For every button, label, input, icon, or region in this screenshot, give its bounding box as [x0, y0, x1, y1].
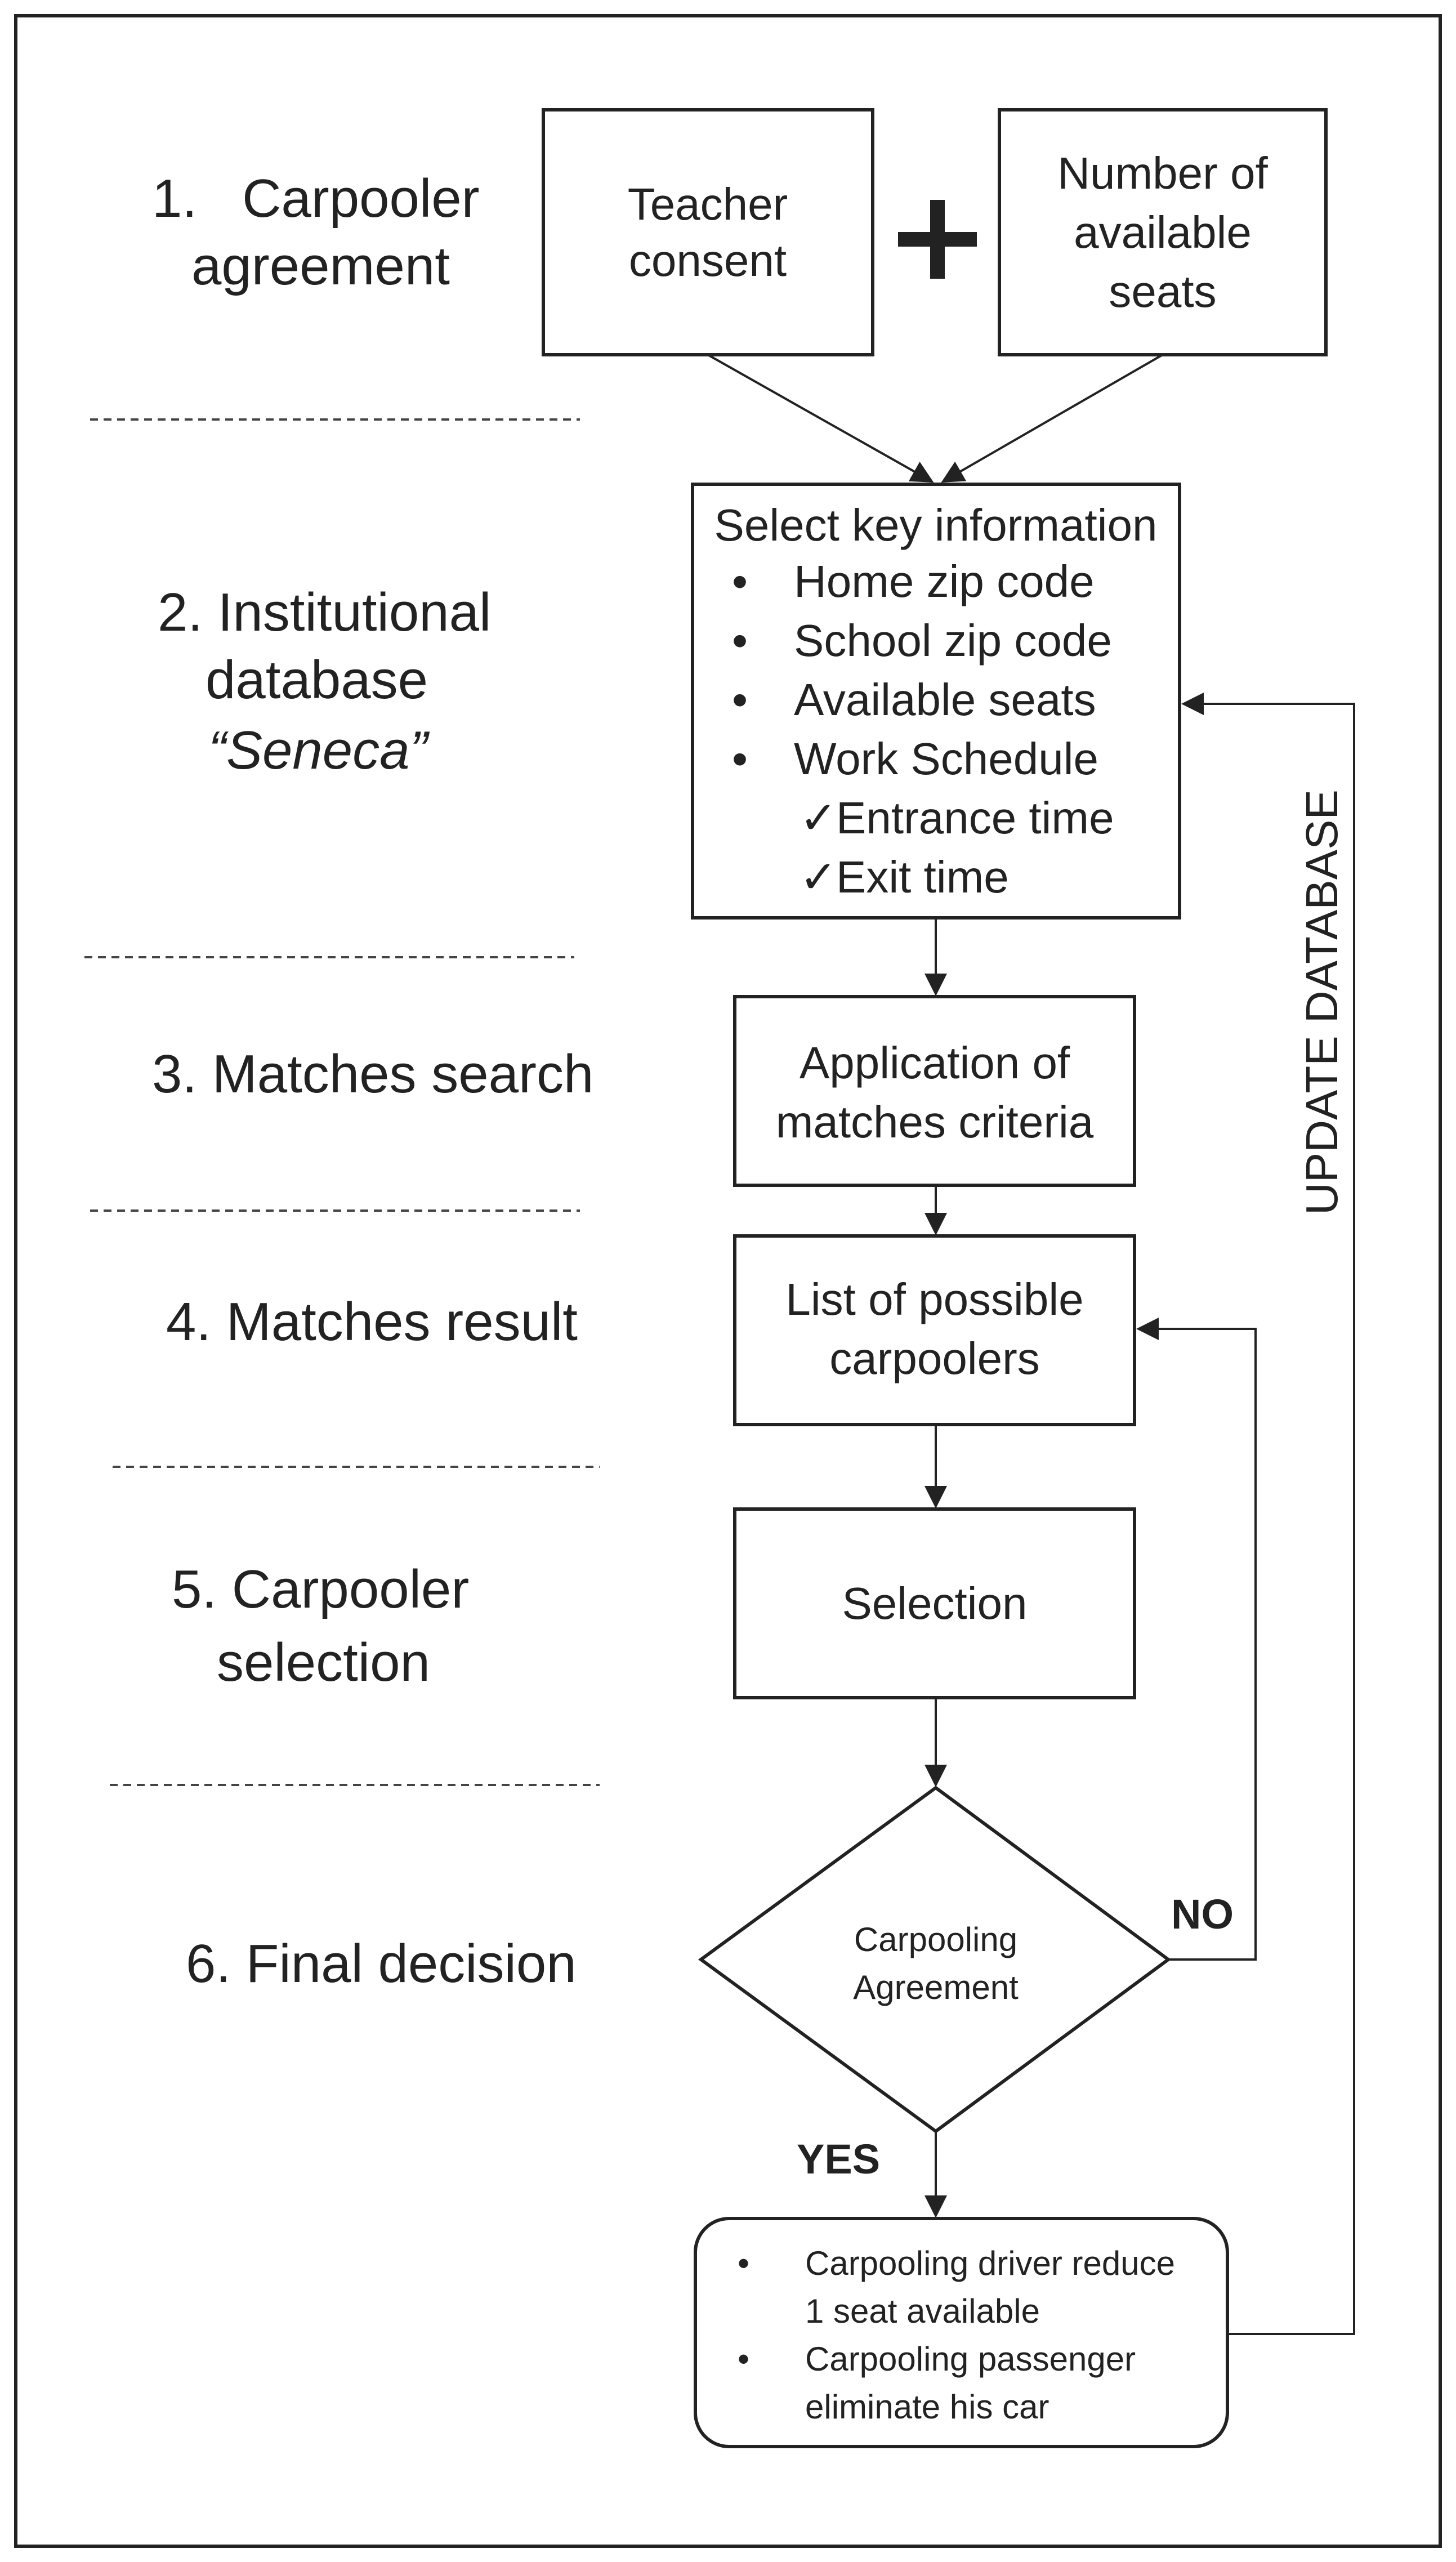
decision-line2: Agreement	[853, 1969, 1019, 2006]
item-available-seats: Available seats	[794, 675, 1096, 725]
bullet-2: •	[732, 615, 748, 666]
subitem-entrance-time: Entrance time	[836, 793, 1114, 843]
available-seats-line1: Number of	[1057, 148, 1268, 198]
stage-4-label: 4. Matches result	[166, 1292, 578, 1352]
key-information-list: • Home zip code • School zip code • Avai…	[732, 556, 1114, 902]
stage-2-label-line3: “Seneca”	[208, 720, 430, 780]
no-loop-connector	[1136, 1318, 1257, 1961]
stage-1-label-line1: 1. Carpooler	[152, 168, 480, 229]
stage-5-label-line1: 5. Carpooler	[172, 1559, 469, 1619]
selection-label: Selection	[842, 1578, 1027, 1628]
matches-criteria-box	[733, 995, 1136, 1187]
stage-5-label-line2: selection	[217, 1632, 430, 1693]
possible-carpoolers-line2: carpoolers	[829, 1333, 1040, 1383]
matches-criteria-line2: matches criteria	[776, 1097, 1094, 1147]
item-home-zip: Home zip code	[794, 556, 1095, 606]
subitem-exit-time: Exit time	[836, 852, 1009, 902]
key-information-box	[691, 483, 1181, 920]
check-icon-2: ✓	[800, 852, 837, 902]
update-database-label: UPDATE DATABASE	[1297, 789, 1347, 1215]
carpooling-agreement-decision	[698, 1786, 1172, 2133]
bullet-1: •	[732, 556, 748, 606]
outer-frame	[14, 14, 1442, 2548]
result-line4: eliminate his car	[805, 2388, 1049, 2426]
selection-box	[733, 1507, 1136, 1699]
update-database-connector	[1181, 693, 1355, 2335]
decision-line1: Carpooling	[854, 1921, 1017, 1958]
stage-6-label: 6. Final decision	[186, 1934, 577, 1994]
result-bullet-2: •	[738, 2340, 749, 2378]
available-seats-line2: available	[1074, 207, 1252, 257]
no-label: NO	[1171, 1891, 1234, 1938]
bullet-3: •	[732, 675, 748, 725]
result-line2: 1 seat available	[805, 2292, 1040, 2330]
teacher-consent-line1: Teacher	[628, 179, 788, 229]
item-work-schedule: Work Schedule	[794, 734, 1098, 784]
stage-2-label-line2: database	[206, 650, 428, 710]
result-line3: Carpooling passenger	[805, 2340, 1136, 2378]
result-line1: Carpooling driver reduce	[805, 2244, 1175, 2282]
stage-2-label-line1: 2. Institutional	[158, 582, 491, 642]
key-information-title: Select key information	[714, 500, 1157, 550]
stage-3-label: 3. Matches search	[152, 1044, 593, 1104]
matches-criteria-line1: Application of	[800, 1038, 1070, 1088]
stage-1-label-line2: agreement	[191, 236, 450, 296]
possible-carpoolers-box	[733, 1234, 1136, 1426]
connector-seats	[941, 354, 1163, 483]
plus-icon	[898, 200, 977, 279]
connector-teacher	[707, 354, 934, 483]
check-icon-1: ✓	[800, 793, 837, 843]
teacher-consent-box	[542, 108, 874, 356]
result-box	[694, 2217, 1229, 2448]
possible-carpoolers-line1: List of possible	[785, 1274, 1083, 1324]
item-school-zip: School zip code	[794, 615, 1112, 666]
bullet-4: •	[732, 734, 748, 784]
teacher-consent-line2: consent	[629, 235, 787, 285]
yes-label: YES	[797, 2136, 880, 2182]
available-seats-box	[998, 108, 1328, 356]
result-bullet-1: •	[738, 2244, 749, 2282]
available-seats-line3: seats	[1109, 266, 1216, 316]
